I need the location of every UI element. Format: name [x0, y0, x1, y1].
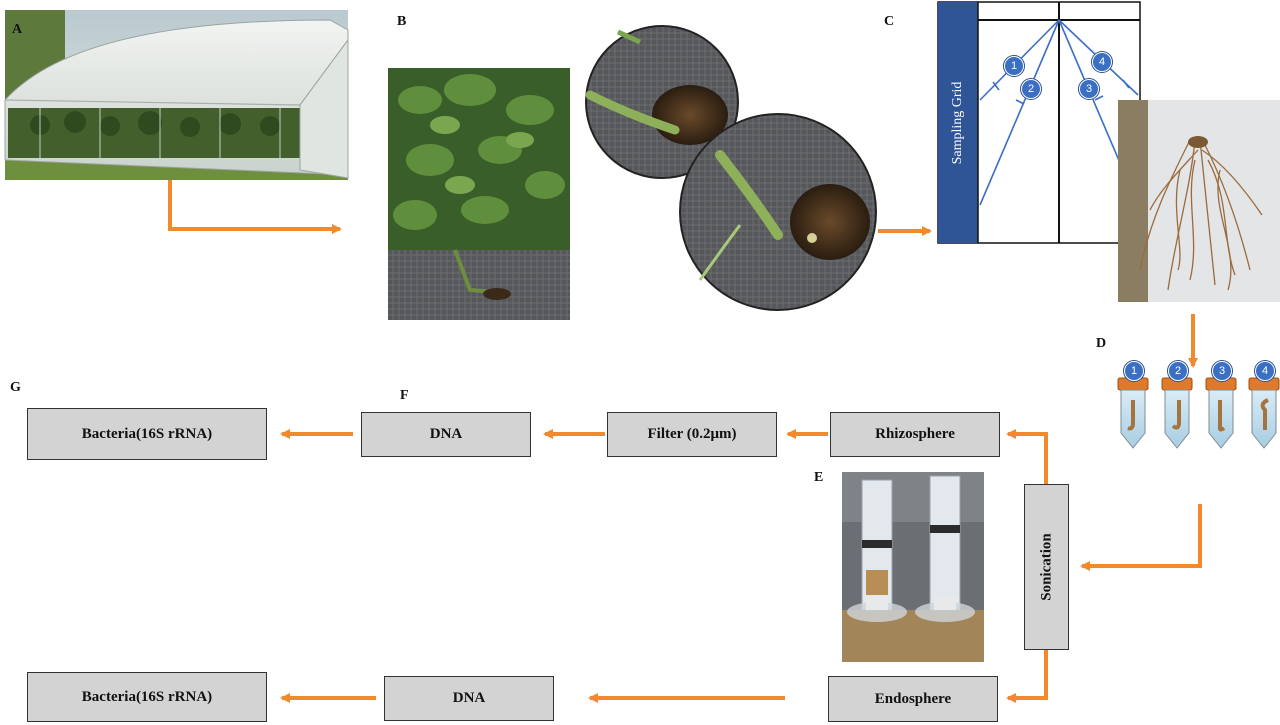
stem-hole-closeup-2 [679, 113, 877, 311]
dna-box-bottom: DNA [384, 676, 554, 721]
tube-1 [1117, 377, 1149, 449]
high-tunnel-photo [4, 10, 349, 180]
sampling-grid-diagram [937, 1, 1141, 244]
endosphere-box: Endosphere [828, 676, 998, 722]
syringe-filter-photo [842, 472, 984, 662]
tubes-group [1117, 377, 1280, 449]
bacteria-box-bottom: Bacteria(16S rRNA) [27, 672, 267, 722]
panel-letter-e: E [814, 470, 824, 485]
tube-4 [1248, 377, 1280, 449]
panel-letter-g: G [10, 380, 21, 395]
tube-3 [1205, 377, 1237, 449]
panel-letter-d: D [1096, 336, 1107, 351]
sampling-point-2: 2 [1021, 79, 1041, 99]
sonication-box: Sonication [1024, 484, 1069, 650]
panel-letter-f: F [400, 388, 409, 403]
sampling-point-1: 1 [1004, 56, 1024, 76]
tube-2 [1161, 377, 1193, 449]
filter-box: Filter (0.2μm) [607, 412, 777, 457]
bacteria-box-top: Bacteria(16S rRNA) [27, 408, 267, 460]
panel-letter-b: B [397, 14, 407, 29]
flow-arrows [168, 180, 1202, 703]
sampling-point-3: 3 [1079, 79, 1099, 99]
tomato-plant-photo [388, 68, 570, 320]
tube-label-3: 3 [1212, 361, 1232, 381]
tube-label-2: 2 [1168, 361, 1188, 381]
panel-letter-c: C [884, 14, 895, 29]
stem-hole-closeup-1 [585, 25, 739, 179]
panel-letter-a: A [12, 22, 23, 37]
sonication-label: Sonication [1038, 533, 1054, 601]
dna-box-top: DNA [361, 412, 531, 457]
roots-photo [1118, 100, 1280, 302]
sampling-grid-label: Sampling Grid [950, 81, 965, 164]
sampling-point-4: 4 [1092, 52, 1112, 72]
tube-label-4: 4 [1255, 361, 1275, 381]
rhizosphere-box: Rhizosphere [830, 412, 1000, 457]
tube-label-1: 1 [1124, 361, 1144, 381]
